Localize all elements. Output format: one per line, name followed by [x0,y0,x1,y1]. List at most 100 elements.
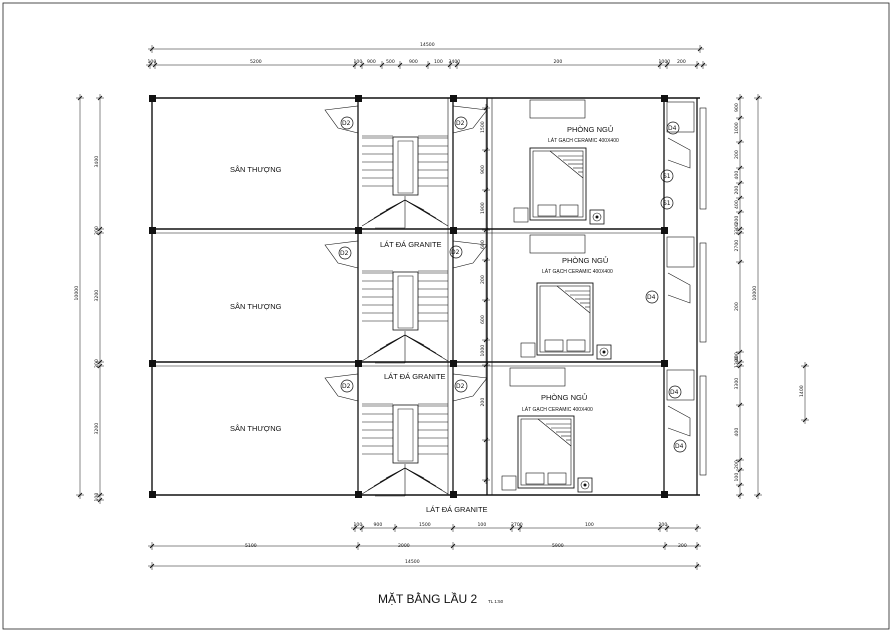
dim-bottom-totals-slash [355,543,361,549]
stair-floor-label-3: LÁT ĐÁ GRANITE [426,505,488,514]
drawing-scale: TL 1:50 [488,599,504,604]
dim-top-slash [152,62,158,68]
nightstand [520,342,536,358]
dim-right-slash [737,402,743,408]
dim-right-text: 400 [734,171,740,180]
dim-bottom-text: 1500 [419,522,431,528]
dim-bottom-slash [657,525,663,531]
wardrobe [509,367,566,387]
dim-top-slash [425,62,431,68]
dim-right-extra-text: 1400 [799,385,805,397]
dim-right-slash [737,209,743,215]
bed [529,147,587,221]
dim-top-text: 900 [367,59,376,65]
dim-right-text: 400 [734,428,740,437]
door-swing-east [452,105,488,134]
dim-top-overall: 14500 [420,42,435,48]
stair-core [392,136,419,196]
dim-bottom-text: 200 [659,522,668,528]
bath-fixture [666,369,695,401]
dim-left-text: 3200 [94,423,100,435]
dim-inner-text: 1000 [480,345,486,357]
dim-right-slash [737,139,743,145]
dim-right-slash [737,195,743,201]
dim-right-slash [737,492,743,498]
dim-right-total-slash [755,95,761,101]
dim-top-text: 100 [148,59,157,65]
terrace-label-3: SÂN THƯỢNG [230,424,282,433]
door-tag: D2 [342,383,351,390]
dim-left-slash [97,95,103,101]
dim-right-slash [737,457,743,463]
door-tag: D2 [456,383,465,390]
dim-bottom-slash [450,525,456,531]
dim-right-text: 400 [734,200,740,209]
dim-left-slash [97,492,103,498]
dim-top-overall-slash [697,46,703,52]
fixture-dot [595,215,599,219]
window-tag: S1 [663,200,671,207]
dim-right-text: 3300 [734,378,740,390]
dim-right-extra-slash [802,363,808,369]
dim-top-slash [700,62,706,68]
stair-winder [404,199,425,211]
dim-bottom-totals-slash [662,543,668,549]
dim-right-slash [737,482,743,488]
terrace-label-1: SÂN THƯỢNG [230,165,282,174]
terrace-label-2: SÂN THƯỢNG [230,302,282,311]
dim-bottom-slash [509,525,515,531]
stair-winder [385,334,406,346]
fixture-dot [583,483,587,487]
columns [149,95,668,498]
dim-bottom-text: 100 [478,522,487,528]
dim-top-slash [379,62,385,68]
dim-left-text: 100 [94,493,100,502]
bedroom-label-1: PHÒNG NGỦ [567,125,613,134]
pillow [544,339,564,352]
dim-right-text: 200 [734,186,740,195]
east-balcony-rail [699,375,707,476]
bath-door [667,272,691,304]
dim-inner-slash [483,297,489,303]
pillow [547,472,567,485]
dim-bottom-text: 2700 [511,522,523,528]
dim-right-slash [737,363,743,369]
stair-core [392,271,419,331]
dim-bottom-text: 900 [374,522,383,528]
stair-core [392,404,419,464]
dim-left-slash [97,230,103,236]
dim-right-slash [737,95,743,101]
fixture-dot [602,350,606,354]
dim-right-text: 200 [734,150,740,159]
door-tags: D2 D2 D2 D2 D2 D2 D4 D4 D4 D4 S1 S1 [338,116,687,453]
dim-right-slash [737,165,743,171]
dim-top-slash [694,62,700,68]
dim-right-slash [737,259,743,265]
dim-bottom-slash [517,525,523,531]
dim-inner-text: 200 [480,398,486,407]
dim-left-slash [97,226,103,232]
stair-floor-label-1: LÁT ĐÁ GRANITE [380,240,442,249]
nightstand [513,207,529,223]
dim-right-text: 900 [734,103,740,112]
stair-winder [404,334,425,346]
dim-left-text: 3200 [94,290,100,302]
dim-inner-slash [483,477,489,483]
dim-inner-slash [483,105,489,111]
dim-top-slash [397,62,403,68]
fixture [577,477,593,493]
door-tag: D2 [451,249,460,256]
dim-right-text: 3300 [734,223,740,235]
bed-inner [539,285,591,353]
dim-inner-text: 600 [480,315,486,324]
dim-bottom-totals-slash [450,543,456,549]
dim-right-slash [737,349,743,355]
dim-top-slash [657,62,663,68]
bath-fixture [666,101,695,133]
dim-bottom-text: 100 [585,522,594,528]
fixture-ring [599,347,609,357]
dim-bottom-overall: 14500 [405,559,420,565]
stair-core-inner [397,408,414,462]
